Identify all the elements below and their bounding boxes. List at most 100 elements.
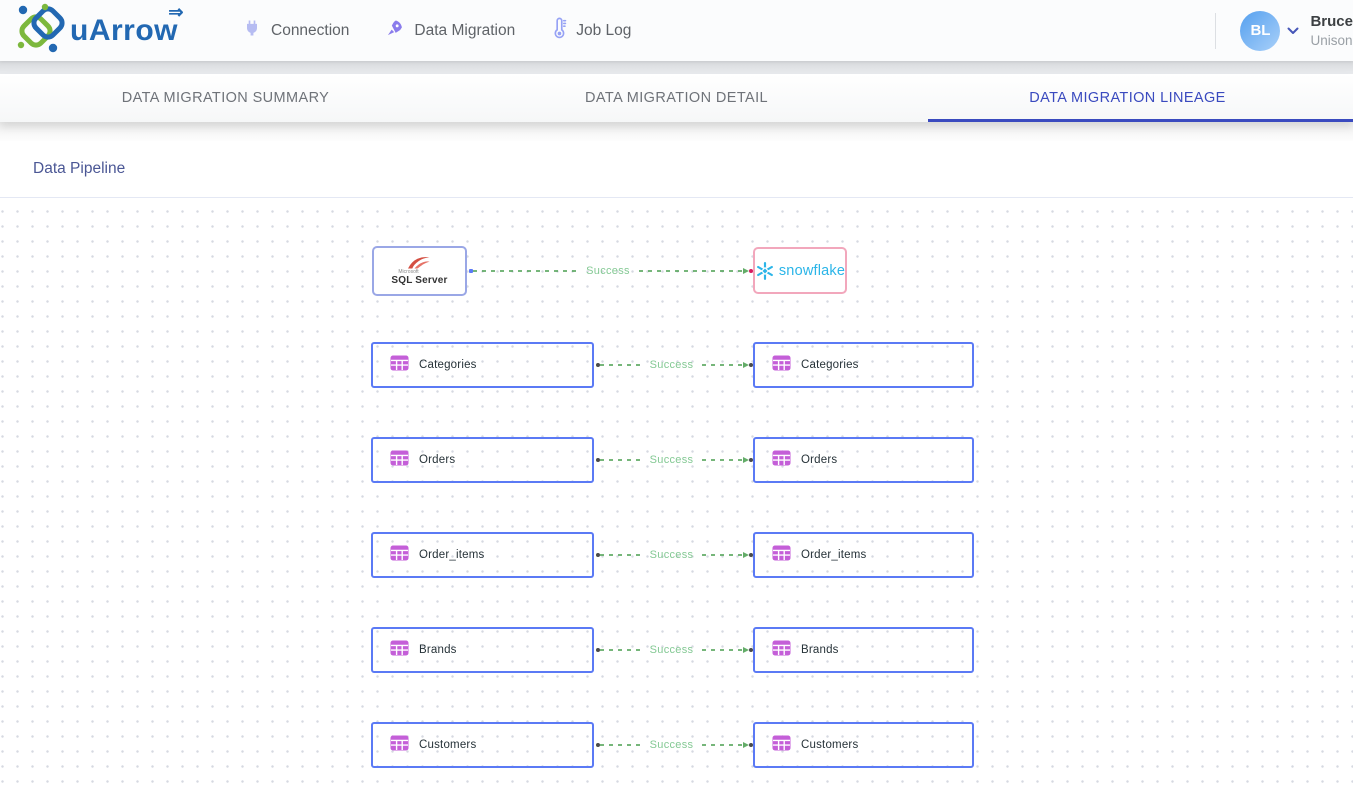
edge-dashed-line bbox=[702, 744, 743, 746]
edge-status-label: Success bbox=[649, 454, 694, 466]
nav-label: Connection bbox=[271, 21, 350, 39]
source-table-node[interactable]: Brands bbox=[371, 627, 594, 673]
source-table-label: Orders bbox=[419, 454, 456, 466]
target-table-node[interactable]: Order_items bbox=[753, 532, 974, 578]
edge-dashed-line bbox=[600, 364, 641, 366]
edge-arrowhead-icon bbox=[743, 362, 749, 368]
edge-status-label: Success bbox=[586, 265, 630, 277]
target-table-node[interactable]: Brands bbox=[753, 627, 974, 673]
edge-start-port bbox=[596, 743, 600, 747]
target-db-node-snowflake[interactable]: snowflake bbox=[753, 247, 847, 294]
target-table-label: Order_items bbox=[801, 549, 867, 561]
source-db-node-sqlserver[interactable]: Microsoft SQL Server bbox=[372, 246, 467, 296]
source-table-node[interactable]: Orders bbox=[371, 437, 594, 483]
edge-arrowhead-icon bbox=[743, 647, 749, 653]
avatar[interactable]: BL bbox=[1240, 10, 1281, 51]
target-table-label: Categories bbox=[801, 359, 859, 371]
table-icon bbox=[390, 640, 409, 661]
table-icon bbox=[772, 640, 791, 661]
edge-end-port bbox=[749, 458, 753, 462]
header-separator-strip bbox=[0, 61, 1353, 74]
edge-status-label: Success bbox=[649, 644, 694, 656]
edge-dashed-line bbox=[702, 649, 743, 651]
lineage-canvas[interactable]: Microsoft SQL Server Success snowflake bbox=[0, 198, 1353, 795]
tab-data-migration-lineage[interactable]: DATA MIGRATION LINEAGE bbox=[902, 74, 1353, 122]
table-connection-edge: Success bbox=[596, 359, 753, 371]
nav-item-job-log[interactable]: Job Log bbox=[551, 17, 631, 44]
edge-status-label: Success bbox=[649, 739, 694, 751]
sqlserver-swirl-icon bbox=[408, 257, 430, 269]
target-table-node[interactable]: Orders bbox=[753, 437, 974, 483]
table-icon bbox=[772, 450, 791, 471]
edge-end-port bbox=[749, 363, 753, 367]
header-user-area: BL Bruce Unison bbox=[1215, 10, 1353, 51]
edge-dashed-line bbox=[600, 649, 641, 651]
target-table-node[interactable]: Categories bbox=[753, 342, 974, 388]
target-table-label: Customers bbox=[801, 739, 859, 751]
edge-dashed-line bbox=[702, 364, 743, 366]
section-header: Data Pipeline bbox=[0, 141, 1353, 198]
source-table-label: Brands bbox=[419, 644, 457, 656]
uarrow-logo[interactable]: uArrow⇒ bbox=[15, 1, 184, 58]
lineage-row: Orders Success Orders bbox=[0, 437, 1353, 483]
uarrow-logo-icon bbox=[15, 3, 69, 58]
user-name: Bruce bbox=[1310, 12, 1353, 30]
edge-start-port bbox=[596, 458, 600, 462]
table-connection-edge: Success bbox=[596, 454, 753, 466]
source-table-label: Customers bbox=[419, 739, 477, 751]
db-connection-edge: Success bbox=[469, 265, 753, 277]
logo-arrow-glyph: ⇒ bbox=[168, 1, 184, 22]
user-info: Bruce Unison bbox=[1310, 11, 1353, 51]
nav-label: Data Migration bbox=[414, 21, 516, 39]
header-divider bbox=[1215, 12, 1217, 49]
edge-arrowhead-icon bbox=[743, 457, 749, 463]
table-connection-edge: Success bbox=[596, 739, 753, 751]
lineage-row: Customers Success Customers bbox=[0, 722, 1353, 768]
lineage-row: Order_items Success Order_items bbox=[0, 532, 1353, 578]
edge-dashed-line bbox=[638, 270, 743, 272]
sqlserver-vendor-label: Microsoft bbox=[398, 269, 419, 275]
edge-end-port bbox=[749, 269, 753, 273]
source-db-label: SQL Server bbox=[391, 275, 448, 286]
thermometer-icon bbox=[551, 17, 567, 44]
table-icon bbox=[390, 735, 409, 756]
table-icon bbox=[772, 735, 791, 756]
migration-tab-bar: DATA MIGRATION SUMMARY DATA MIGRATION DE… bbox=[0, 74, 1353, 122]
chevron-down-icon[interactable] bbox=[1287, 27, 1299, 35]
lineage-row: Categories Success Categories bbox=[0, 342, 1353, 388]
source-table-node[interactable]: Order_items bbox=[371, 532, 594, 578]
snowflake-logo: snowflake bbox=[755, 261, 845, 281]
tab-data-migration-detail[interactable]: DATA MIGRATION DETAIL bbox=[585, 90, 768, 106]
edge-dashed-line bbox=[702, 554, 743, 556]
nav-item-data-migration[interactable]: Data Migration bbox=[385, 18, 515, 43]
edge-start-port bbox=[596, 648, 600, 652]
edge-dashed-line bbox=[600, 554, 641, 556]
target-table-node[interactable]: Customers bbox=[753, 722, 974, 768]
edge-arrowhead-icon bbox=[743, 268, 749, 274]
tab-data-migration-summary[interactable]: DATA MIGRATION SUMMARY bbox=[121, 90, 330, 106]
source-table-label: Order_items bbox=[419, 549, 485, 561]
table-icon bbox=[390, 450, 409, 471]
source-table-node[interactable]: Categories bbox=[371, 342, 594, 388]
target-table-label: Brands bbox=[801, 644, 839, 656]
edge-start-port bbox=[596, 363, 600, 367]
lineage-row: Brands Success Brands bbox=[0, 627, 1353, 673]
tab-shadow-strip bbox=[0, 122, 1353, 141]
rocket-icon bbox=[385, 18, 405, 43]
target-table-label: Orders bbox=[801, 454, 838, 466]
nav-label: Job Log bbox=[576, 21, 632, 39]
edge-dashed-line bbox=[473, 270, 578, 272]
snowflake-icon bbox=[756, 261, 773, 280]
nav-item-connection[interactable]: Connection bbox=[242, 18, 349, 43]
table-icon bbox=[772, 545, 791, 566]
edge-end-port bbox=[749, 743, 753, 747]
table-connection-edge: Success bbox=[596, 549, 753, 561]
edge-status-label: Success bbox=[649, 549, 694, 561]
edge-start-port bbox=[469, 269, 473, 273]
edge-status-label: Success bbox=[649, 359, 694, 371]
source-table-node[interactable]: Customers bbox=[371, 722, 594, 768]
sqlserver-logo: Microsoft SQL Server bbox=[391, 256, 447, 286]
edge-start-port bbox=[596, 553, 600, 557]
uarrow-logo-text: uArrow⇒ bbox=[70, 1, 184, 47]
edge-arrowhead-icon bbox=[743, 742, 749, 748]
